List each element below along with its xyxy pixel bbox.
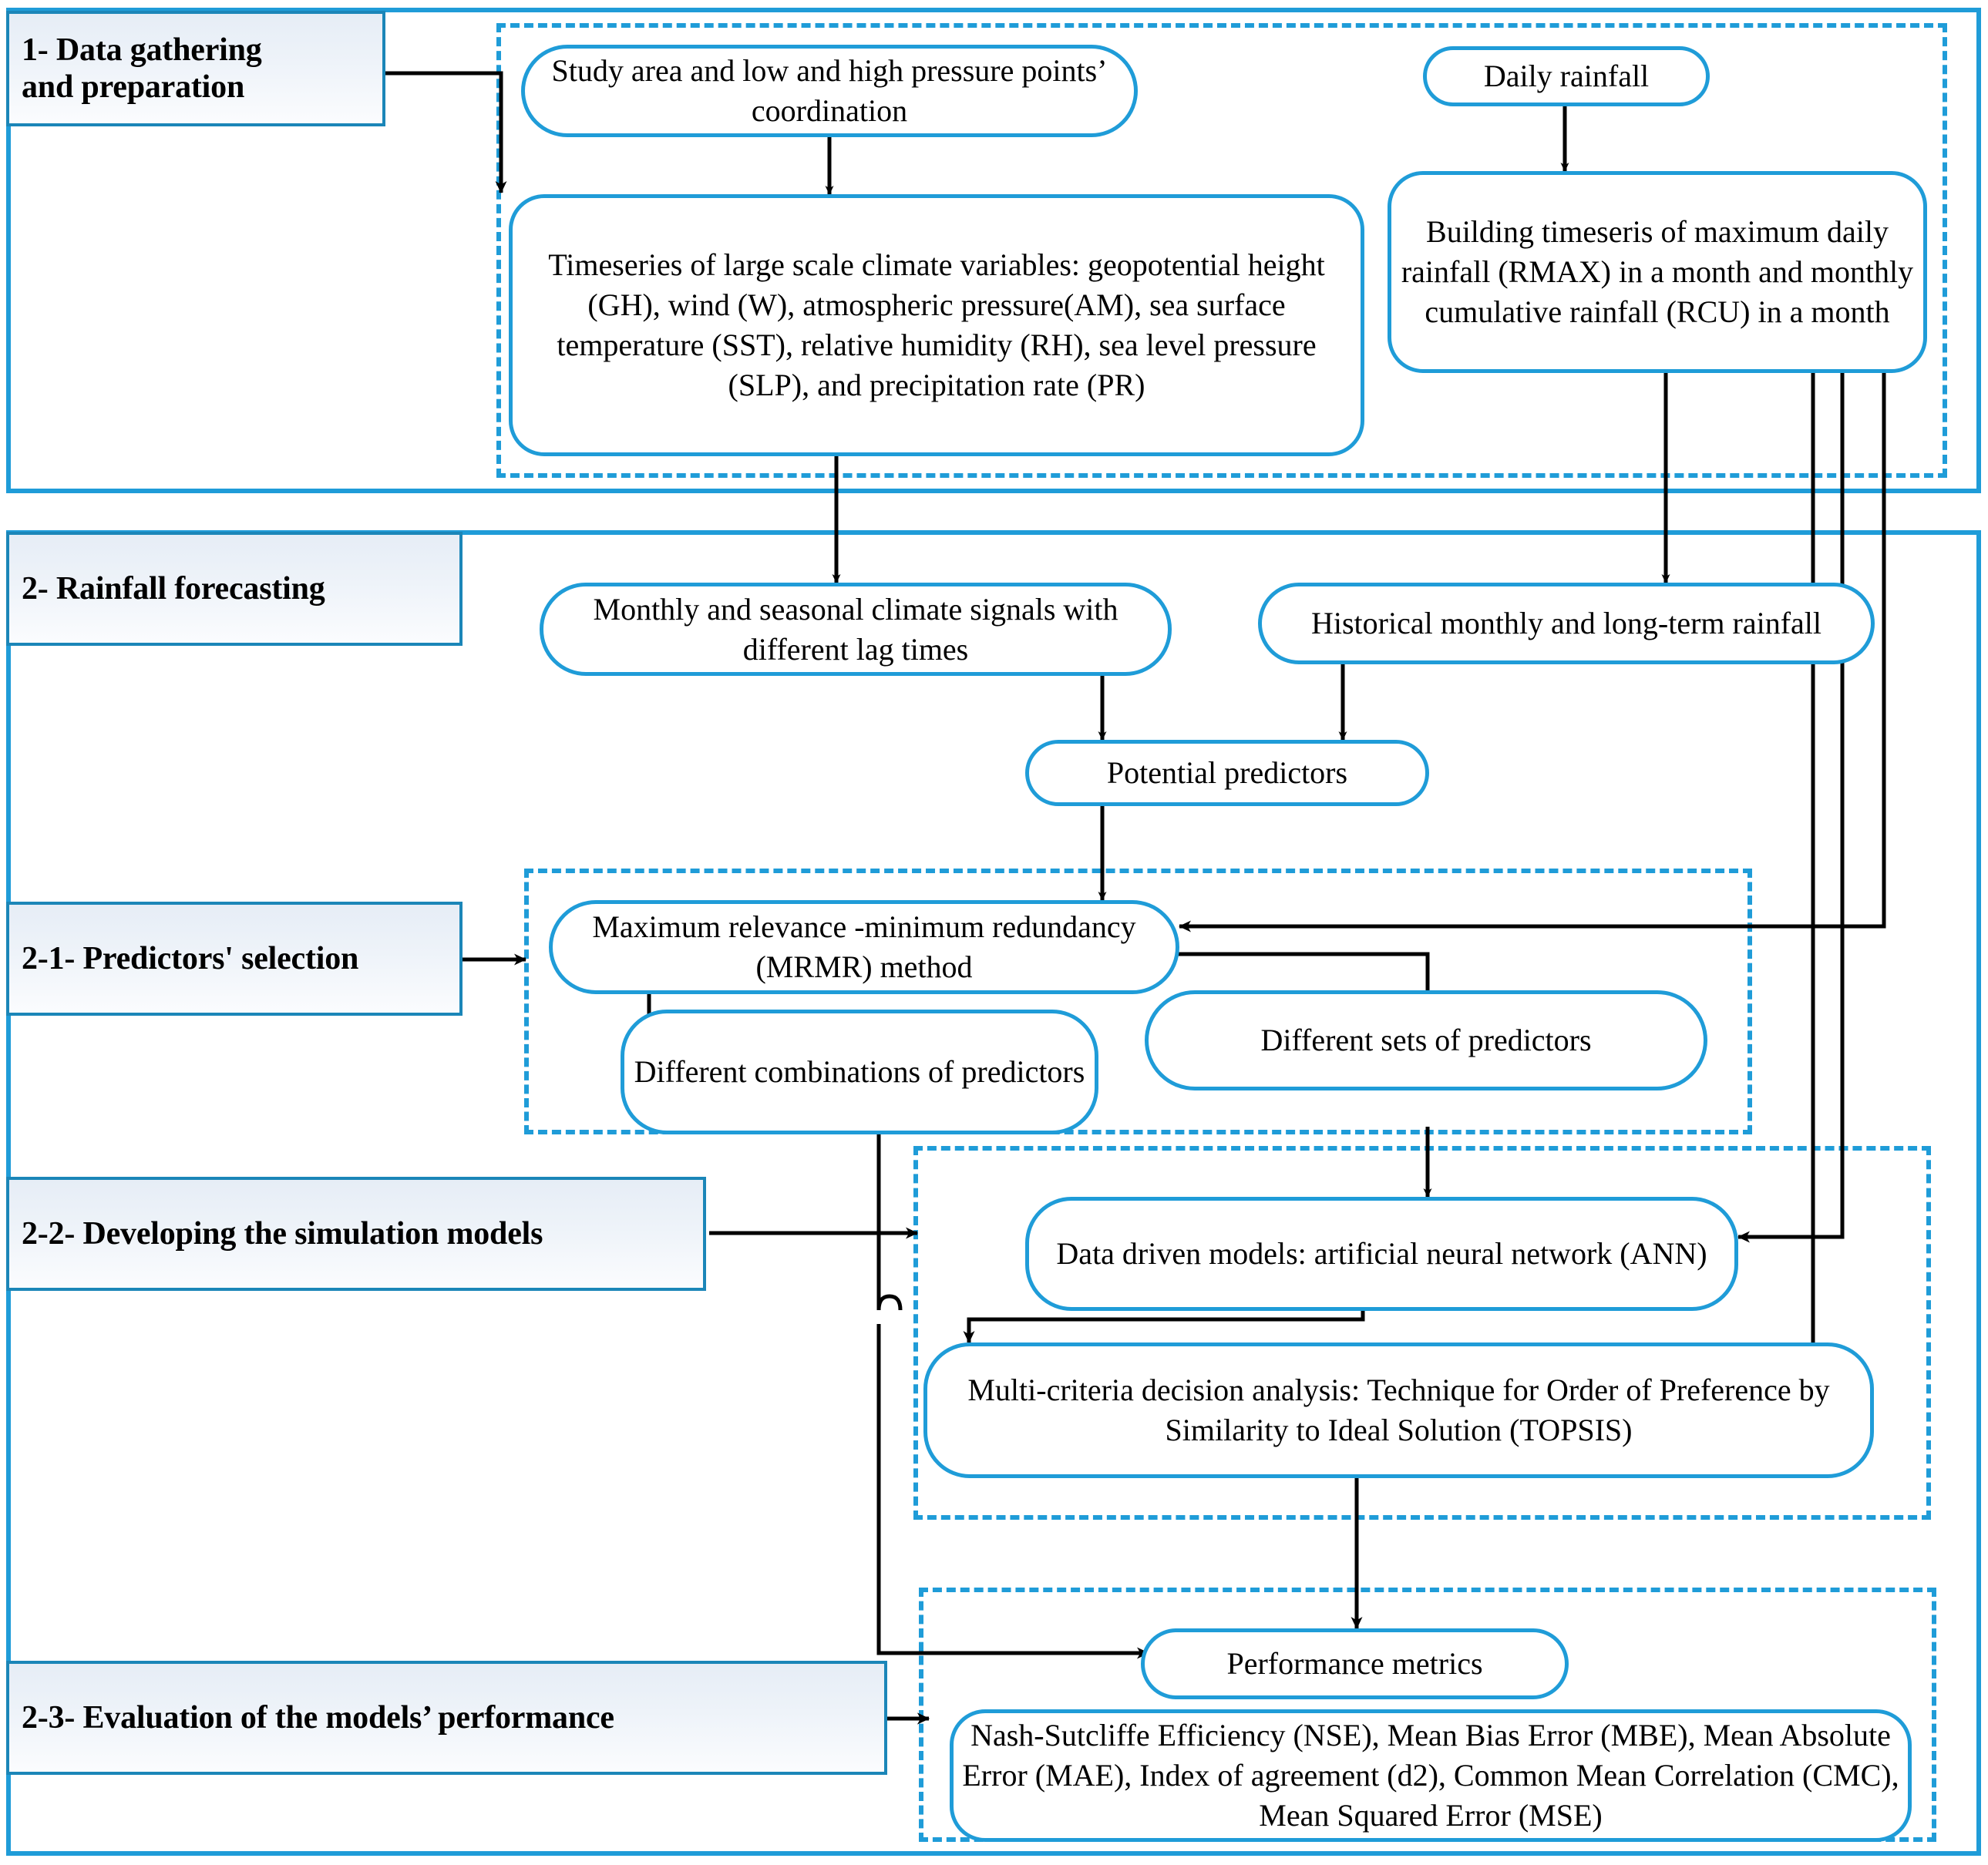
stage-label-2-2[interactable]: 2-2- Developing the simulation models xyxy=(6,1177,706,1291)
node-historical-rainfall-text: Historical monthly and long-term rainfal… xyxy=(1310,606,1822,640)
node-potential-predictors[interactable]: Potential predictors xyxy=(1025,740,1429,806)
dashed-group-data-gathering xyxy=(496,23,1947,478)
stage-label-2-3-text: 2-3- Evaluation of the models’ performan… xyxy=(22,1700,614,1736)
stage-label-1[interactable]: 1- Data gathering and preparation xyxy=(6,11,385,126)
node-timeseries-text: Timeseries of large scale climate variab… xyxy=(548,247,1325,402)
node-climate-signals-text: Monthly and seasonal climate signals wit… xyxy=(593,591,1118,667)
dashed-group-predictors-selection xyxy=(524,869,1752,1134)
node-metrics-list-text: Nash-Sutcliffe Efficiency (NSE), Mean Bi… xyxy=(962,1718,1899,1833)
stage-label-1-text: 1- Data gathering and preparation xyxy=(22,32,262,105)
node-timeseries-climate-variables[interactable]: Timeseries of large scale climate variab… xyxy=(509,194,1364,456)
node-potential-predictors-text: Potential predictors xyxy=(1106,755,1348,790)
node-daily-rainfall[interactable]: Daily rainfall xyxy=(1423,46,1710,106)
node-topsis-text: Multi-criteria decision analysis: Techni… xyxy=(967,1373,1830,1447)
node-different-combinations-text: Different combinations of predictors xyxy=(634,1054,1085,1089)
stage-label-2-3[interactable]: 2-3- Evaluation of the models’ performan… xyxy=(6,1661,887,1775)
node-topsis[interactable]: Multi-criteria decision analysis: Techni… xyxy=(923,1342,1874,1478)
node-different-sets[interactable]: Different sets of predictors xyxy=(1145,990,1707,1090)
node-building-timeseries-text: Building timeseris of maximum daily rain… xyxy=(1401,214,1914,329)
dashed-group-simulation-models xyxy=(913,1146,1931,1520)
node-daily-rainfall-text: Daily rainfall xyxy=(1483,59,1650,93)
stage-label-2-1-text: 2-1- Predictors' selection xyxy=(22,941,359,976)
node-metrics-list[interactable]: Nash-Sutcliffe Efficiency (NSE), Mean Bi… xyxy=(950,1709,1912,1842)
node-mrmr-method-text: Maximum relevance -minimum redundancy (M… xyxy=(592,909,1136,984)
node-study-area[interactable]: Study area and low and high pressure poi… xyxy=(521,45,1138,137)
node-different-combinations[interactable]: Different combinations of predictors xyxy=(621,1010,1098,1134)
section-frame-1 xyxy=(6,8,1981,493)
node-study-area-text: Study area and low and high pressure poi… xyxy=(551,53,1108,128)
node-historical-rainfall[interactable]: Historical monthly and long-term rainfal… xyxy=(1258,583,1875,664)
stage-label-2-text: 2- Rainfall forecasting xyxy=(22,571,325,607)
stage-label-2[interactable]: 2- Rainfall forecasting xyxy=(6,532,463,646)
node-building-timeseries[interactable]: Building timeseris of maximum daily rain… xyxy=(1388,171,1927,373)
node-performance-metrics-text: Performance metrics xyxy=(1226,1646,1483,1681)
node-climate-signals[interactable]: Monthly and seasonal climate signals wit… xyxy=(540,583,1172,676)
stage-label-2-2-text: 2-2- Developing the simulation models xyxy=(22,1216,543,1252)
node-ann-model-text: Data driven models: artificial neural ne… xyxy=(1056,1236,1707,1271)
stage-label-2-1[interactable]: 2-1- Predictors' selection xyxy=(6,902,463,1016)
node-ann-model[interactable]: Data driven models: artificial neural ne… xyxy=(1025,1197,1738,1311)
node-mrmr-method[interactable]: Maximum relevance -minimum redundancy (M… xyxy=(549,900,1179,994)
node-different-sets-text: Different sets of predictors xyxy=(1260,1023,1592,1057)
node-performance-metrics[interactable]: Performance metrics xyxy=(1141,1628,1569,1699)
